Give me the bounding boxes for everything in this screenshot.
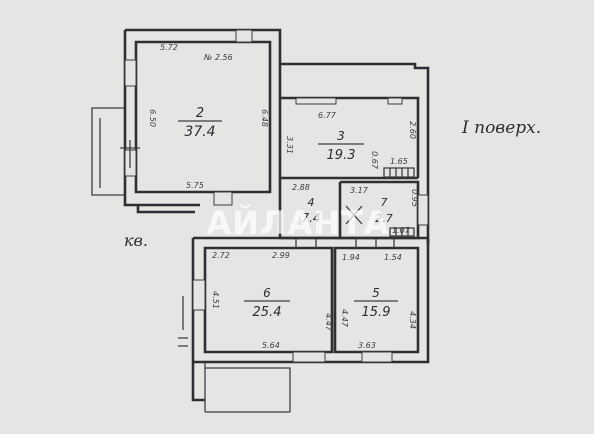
watermark: АЙЛАНТА (206, 204, 389, 242)
dim-r3-small: 0.67 (370, 151, 379, 170)
dim-r2-right: 6.48 (260, 109, 269, 127)
dim-r5-right: 4.34 (408, 311, 417, 329)
window-room-3-top-right (387, 97, 403, 105)
windows (124, 29, 429, 363)
room-6-area: 25.4 (253, 305, 282, 320)
window-room-6-left (192, 279, 206, 311)
room-6-number: 6 (263, 286, 271, 300)
dim-r3-right: 2.60 (408, 121, 417, 139)
dim-r6-left: 4.51 (211, 291, 220, 309)
dim-r7-top: 3.17 (350, 186, 369, 195)
stair-marks-room-7 (389, 227, 415, 237)
window-room-6-bottom (292, 351, 326, 363)
room-7-area: 2.7 (375, 212, 393, 225)
dim-r2-top-right: № 2.56 (203, 53, 233, 62)
dim-r5-top-left: 1.94 (342, 253, 360, 262)
room-4-number: 4 (308, 196, 315, 209)
dim-r6-bottom: 5.64 (262, 341, 280, 350)
dim-r4-top: 2.88 (292, 183, 310, 192)
window-east-right (417, 194, 429, 226)
dim-r7-right: 0.95 (410, 189, 419, 207)
wall-east-wing-outer (278, 62, 430, 245)
wall-room-3 (278, 96, 420, 180)
dim-r3-bottom-right: 1.65 (390, 157, 408, 166)
room-7-number: 7 (381, 196, 388, 209)
stair-marks-room-3 (383, 167, 415, 178)
wall-room-5 (333, 246, 420, 354)
window-room-2-top (235, 29, 253, 43)
wall-bottom-annex (204, 362, 291, 413)
apartment-label: кв. (124, 231, 148, 250)
wall-room-2-outer (123, 28, 282, 214)
wall-west-annex (91, 107, 125, 196)
window-room-3-top (295, 97, 337, 105)
room-2-door-marks (120, 140, 140, 168)
room-labels: 2 37.4 3 19.3 4 7.4 7 2.7 6 25.4 5 15.9 (178, 106, 398, 320)
window-room-2-bottom (213, 191, 233, 206)
dim-r2-bottom: 5.75 (186, 181, 204, 190)
dim-r6-right: 4.47 (324, 313, 333, 332)
dim-r6-top-left: 2.72 (212, 251, 230, 260)
room-3-number: 3 (337, 129, 345, 143)
window-room-2-left (124, 59, 137, 87)
dimension-labels: 5.72 № 2.56 6.50 6.48 5.75 6.77 3.31 2.6… (148, 43, 419, 350)
room-4-area: 7.4 (301, 211, 320, 225)
dim-r3-top: 6.77 (318, 111, 337, 120)
room-5-area: 15.9 (362, 305, 391, 320)
window-room-5-bottom (361, 351, 393, 363)
wall-room-6 (203, 246, 334, 354)
room-2-number: 2 (196, 106, 204, 121)
room-2-area: 37.4 (184, 124, 215, 140)
dim-r5-top-right: 1.54 (384, 253, 402, 262)
dim-r5-left: 4.47 (340, 309, 349, 328)
room-5-number: 5 (372, 286, 380, 300)
corridor-marks (295, 238, 395, 248)
room-3-area: 19.3 (327, 148, 356, 163)
door-mark-room-7 (345, 205, 363, 225)
wall-lower-outer (191, 236, 430, 402)
dim-r3-left: 3.31 (285, 136, 294, 154)
dim-r6-top: 2.99 (272, 251, 290, 260)
wall-stub (178, 296, 188, 347)
wall-room-2-inner (134, 40, 272, 194)
floor-label: I поверх. (461, 118, 541, 138)
dim-r7-small: 1.07 (392, 226, 411, 235)
fixtures (120, 140, 415, 248)
dim-r5-bottom: 3.63 (358, 341, 376, 350)
dim-r2-top: 5.72 (160, 43, 178, 52)
dim-r2-left: 6.50 (148, 109, 157, 127)
